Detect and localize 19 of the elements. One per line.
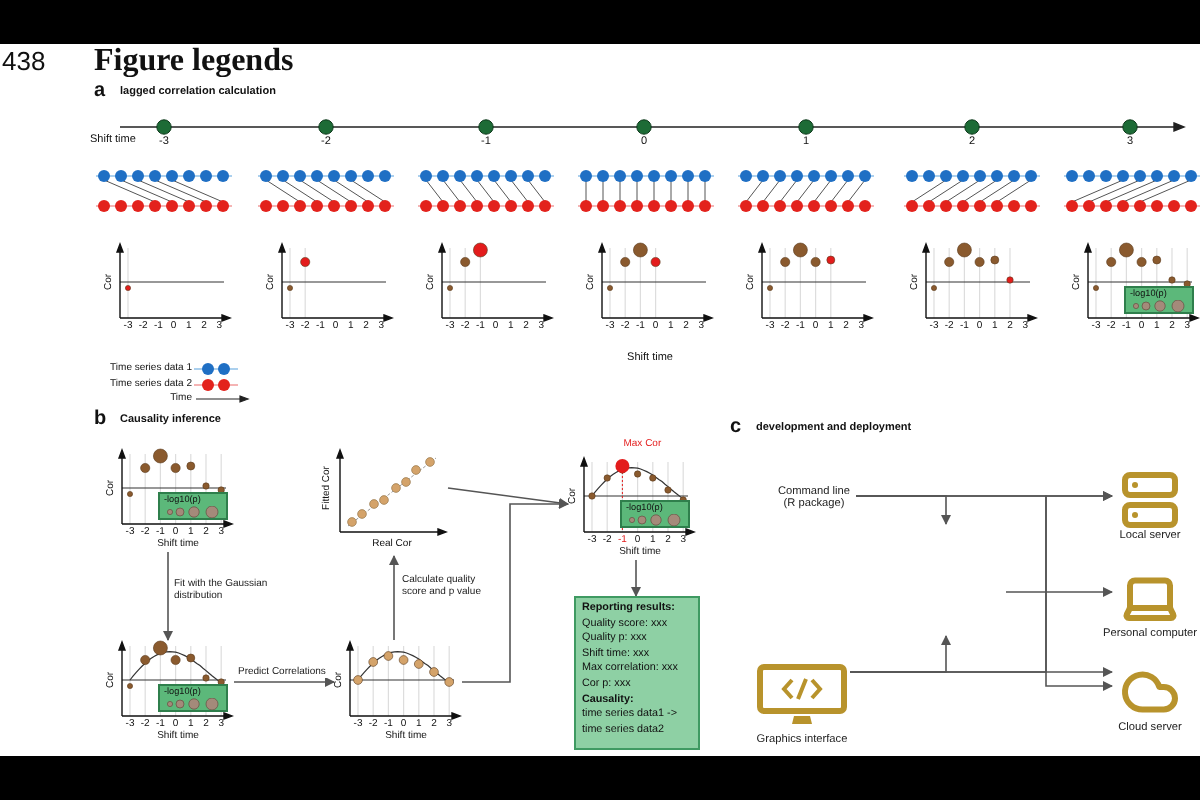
- arrow: [447, 487, 569, 508]
- arrow: [233, 677, 335, 687]
- page-heading: Figure legends: [94, 44, 294, 80]
- arrow: [631, 559, 641, 597]
- text-label: 438: [2, 48, 46, 77]
- arrow: [855, 495, 951, 525]
- text-label: c: [730, 416, 742, 438]
- chart-panel: [568, 440, 696, 560]
- text-label: a: [94, 80, 106, 102]
- arrow: [461, 499, 569, 683]
- arrow: [163, 551, 173, 641]
- text-label: b: [94, 408, 107, 430]
- arrow: [849, 635, 951, 673]
- arrow: [1005, 587, 1113, 597]
- results-box: [574, 596, 700, 750]
- chart-panel: [106, 448, 234, 552]
- arrow: [389, 555, 399, 641]
- chart-panel: [334, 640, 462, 744]
- chart-panel: [106, 640, 234, 744]
